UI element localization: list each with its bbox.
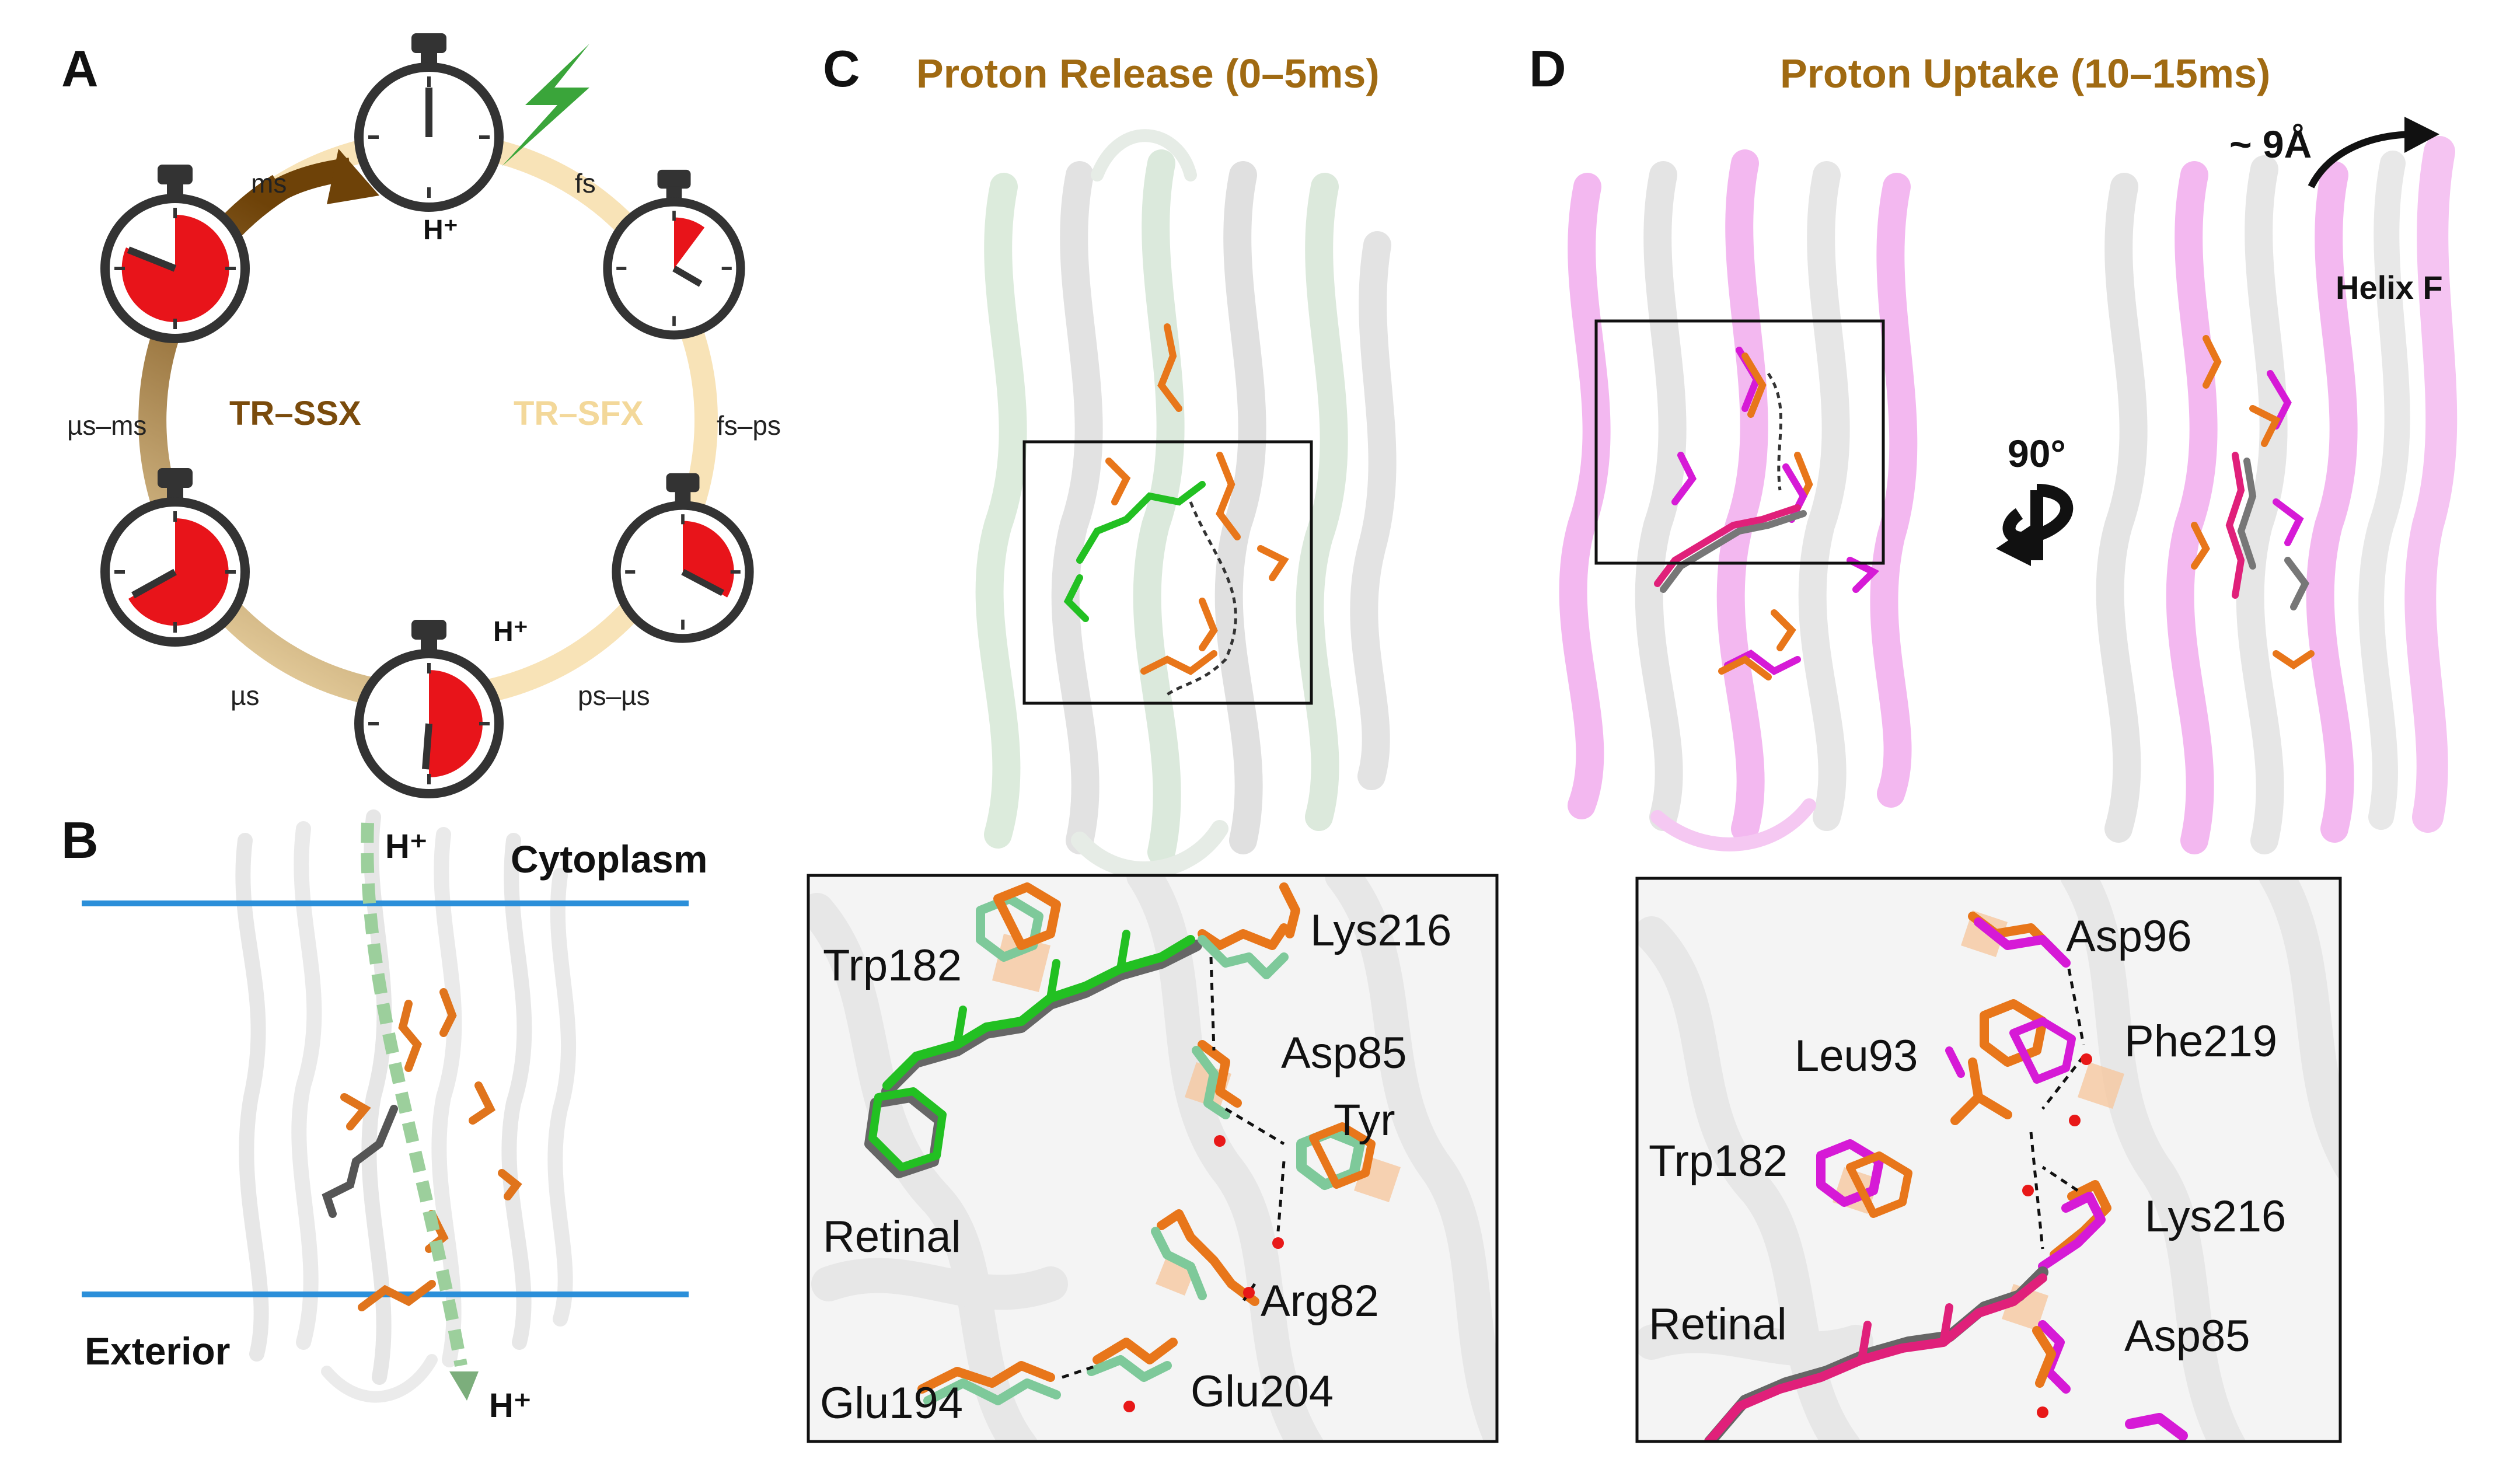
residue-label-lys216-d: Lys216 <box>2145 1192 2286 1241</box>
protein-ribbon-d-front <box>1559 149 1918 851</box>
inset-c: Trp182 Lys216 Asp85 Tyr Retinal Arg82 Gl… <box>807 874 1499 1443</box>
residue-label-glu204-c: Glu204 <box>1191 1367 1334 1416</box>
time-label-us-ms: µs–ms <box>67 410 146 441</box>
inset-d: Asp96 Leu93 Phe219 Trp182 Lys216 Retinal… <box>1635 877 2342 1443</box>
residue-label-tyr-c: Tyr <box>1334 1095 1395 1145</box>
residue-label-phe219-d: Phe219 <box>2124 1017 2277 1066</box>
proton-pathway-arrowhead <box>449 1371 479 1401</box>
panel-d-letter: D <box>1529 40 1566 97</box>
panel-b: B H⁺ H⁺ Cytoplasm E <box>61 809 707 1425</box>
proton-out-label: H⁺ <box>489 1387 532 1425</box>
panel-d-title: Proton Uptake (10–15ms) <box>1780 51 2270 96</box>
stopwatch-icon-ps-us <box>359 620 499 794</box>
stopwatch-icon-us <box>105 468 245 642</box>
residue-label-leu93-d: Leu93 <box>1795 1031 1918 1081</box>
time-label-fs-ps: fs–ps <box>717 410 781 441</box>
proton-label-bottom: H⁺ <box>493 616 528 647</box>
shift-arrowhead <box>2404 117 2439 153</box>
zoom-box-c <box>1022 440 1313 705</box>
stopwatch-icon-fs-ps <box>616 473 749 638</box>
residue-label-trp182-d: Trp182 <box>1649 1136 1788 1186</box>
time-label-fs: fs <box>575 168 596 198</box>
protein-ribbon-d-side <box>2096 136 2458 854</box>
stopwatch-icon-top <box>359 33 499 207</box>
proton-pathway-arrow <box>361 822 467 1367</box>
proton-in-label: H⁺ <box>385 828 428 865</box>
residue-label-retinal-d: Retinal <box>1649 1300 1787 1349</box>
time-label-us: µs <box>231 680 260 711</box>
cytoplasm-label: Cytoplasm <box>511 837 707 881</box>
panel-d: D Proton Uptake (10–15ms) <box>1529 40 2458 1443</box>
panel-a: A TR–SSX TR–SFX ms fs µs–ms fs–ps µs ps–… <box>61 33 781 794</box>
residue-label-lys216-c: Lys216 <box>1310 906 1451 955</box>
residue-label-glu194-c: Glu194 <box>820 1378 963 1428</box>
rotate-icon <box>1996 484 2074 566</box>
residue-label-asp85-c: Asp85 <box>1281 1028 1407 1078</box>
shift-arrow <box>2308 131 2417 189</box>
tr-sfx-label: TR–SFX <box>514 395 644 432</box>
exterior-label: Exterior <box>85 1329 230 1373</box>
panel-c-title: Proton Release (0–5ms) <box>916 51 1380 96</box>
panel-b-letter: B <box>61 811 99 869</box>
residue-label-asp96-d: Asp96 <box>2066 912 2192 961</box>
protein-ribbon-c <box>975 129 1397 879</box>
laser-flash-icon <box>502 44 589 166</box>
zoom-box-d <box>1594 319 1885 565</box>
tr-ssx-arrowhead <box>327 149 379 204</box>
time-label-ps-us: ps–µs <box>578 680 650 711</box>
rotation-label: 90° <box>2008 432 2066 475</box>
panel-c: C Proton Release (0–5ms) <box>807 40 1499 1443</box>
stopwatch-icon-us-ms <box>105 165 245 338</box>
residue-label-asp85-d: Asp85 <box>2124 1311 2250 1361</box>
shift-label: ~ 9Å <box>2229 123 2312 166</box>
helix-f-label: Helix F <box>2336 269 2443 306</box>
residue-label-arg82-c: Arg82 <box>1261 1276 1379 1326</box>
residue-label-trp182-c: Trp182 <box>823 941 962 990</box>
residue-sticks-b <box>322 988 522 1311</box>
panel-c-letter: C <box>823 40 860 97</box>
time-label-ms: ms <box>251 168 287 198</box>
panel-a-letter: A <box>61 40 99 97</box>
residue-label-retinal-c: Retinal <box>823 1212 961 1262</box>
tr-ssx-label: TR–SSX <box>229 395 361 432</box>
stopwatch-icon-fs <box>608 170 741 335</box>
proton-label-top: H⁺ <box>423 215 458 246</box>
